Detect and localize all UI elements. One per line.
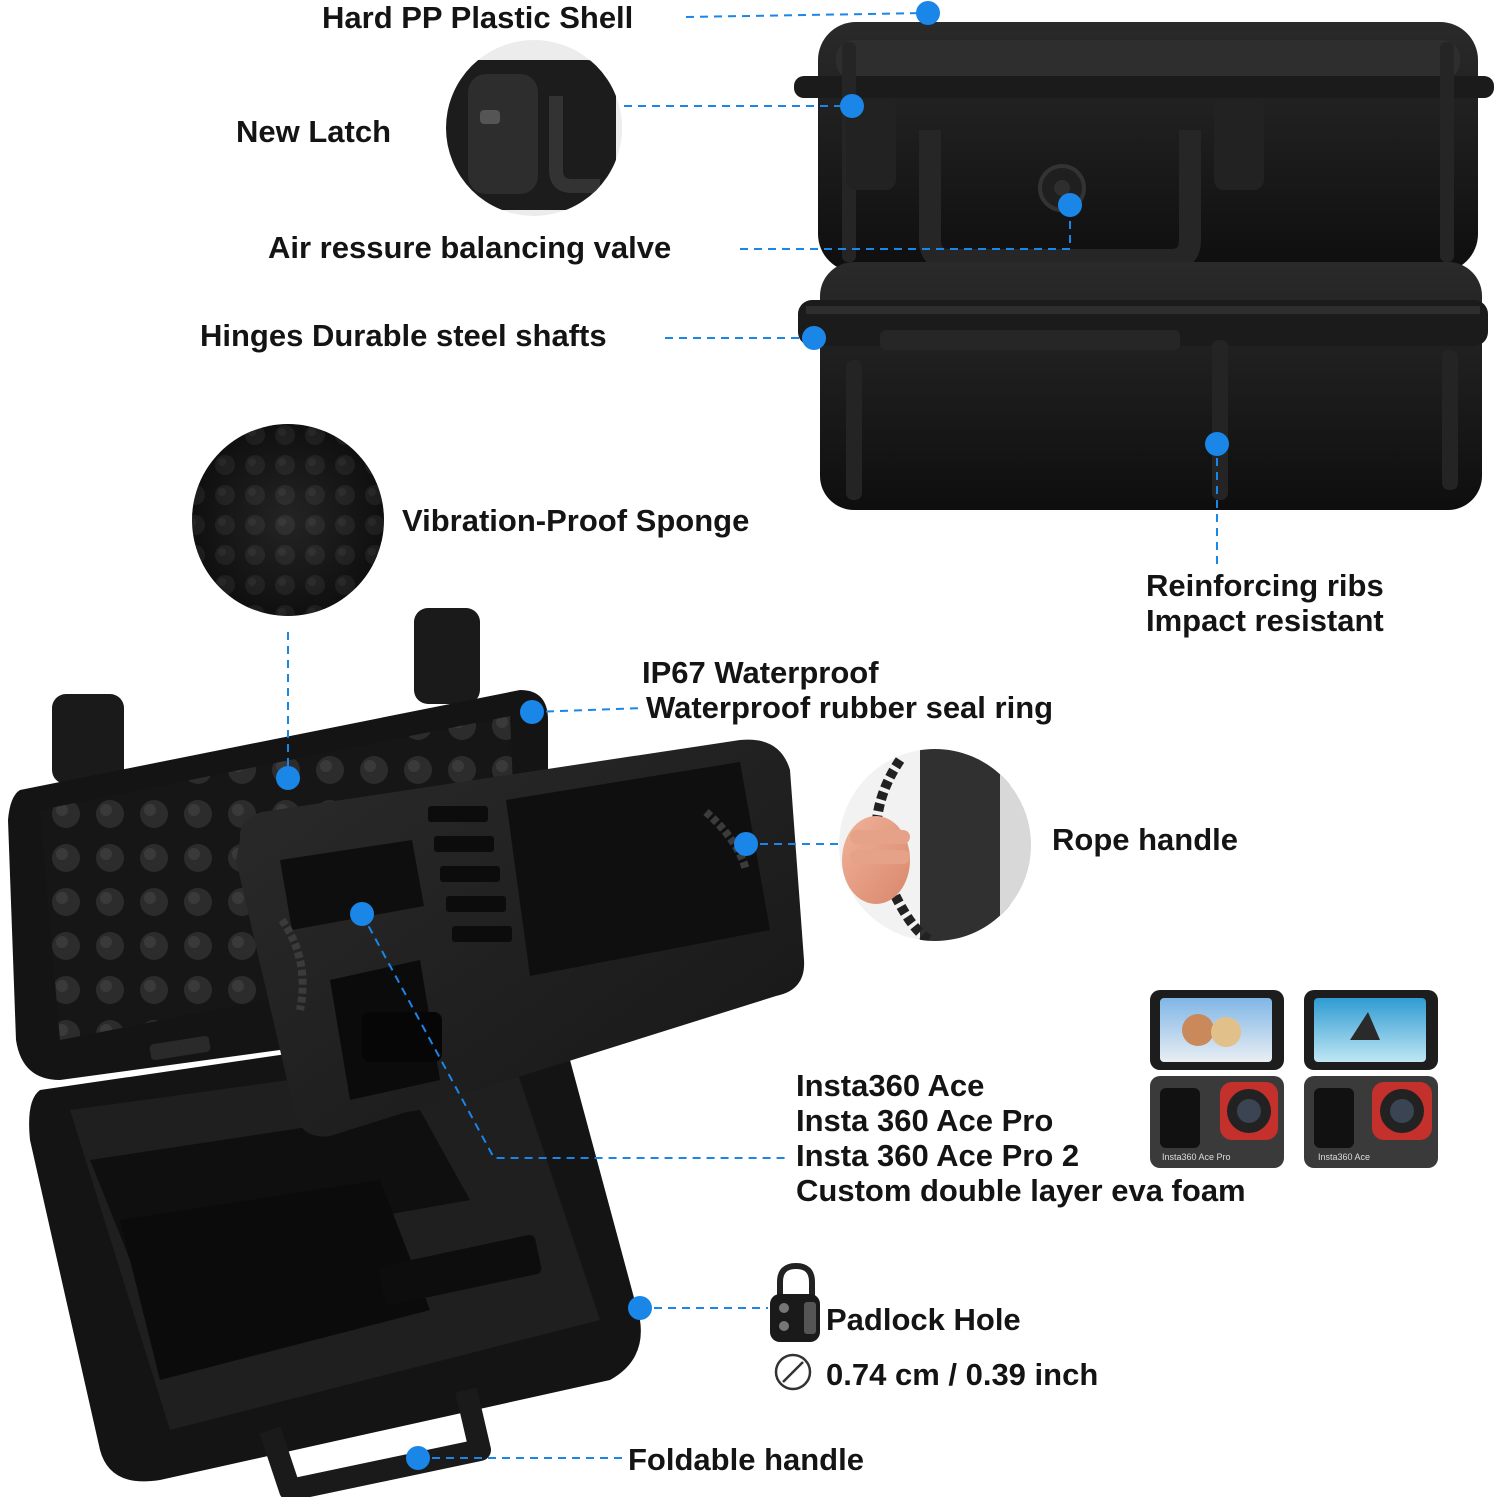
rope-thumbnail [839, 749, 1031, 941]
rope-handle-label: Rope handle [1052, 822, 1239, 857]
compat-line-2: Insta 360 Ace Pro [796, 1103, 1054, 1138]
closed-case-bottom [798, 262, 1488, 510]
open-case [8, 608, 805, 1497]
camera-right-badge: Insta360 Ace [1318, 1152, 1370, 1162]
sponge-label: Vibration-Proof Sponge [402, 503, 750, 538]
camera-ace-pro [1150, 990, 1284, 1168]
padlock-label: Padlock Hole [826, 1302, 1021, 1337]
camera-left-badge: Insta360 Ace Pro [1162, 1152, 1231, 1162]
compatibility-label: Insta360 Ace Insta 360 Ace Pro Insta 360… [796, 1068, 1246, 1208]
hard-shell-label: Hard PP Plastic Shell [322, 0, 634, 35]
waterproof-label-line2: Waterproof rubber seal ring [646, 690, 1054, 725]
closed-case-top [794, 22, 1494, 272]
new-latch-label: New Latch [236, 114, 392, 149]
ribs-label: Reinforcing ribs Impact resistant [1146, 568, 1384, 638]
diameter-icon [774, 1353, 812, 1391]
padlock-size-label: 0.74 cm / 0.39 inch [826, 1357, 1099, 1392]
camera-ace [1304, 990, 1438, 1168]
padlock-icon [770, 1262, 820, 1342]
compat-line-1: Insta360 Ace [796, 1068, 985, 1103]
compat-line-4: Custom double layer eva foam [796, 1173, 1246, 1208]
waterproof-label: IP67 Waterproof Waterproof rubber seal r… [642, 655, 1053, 725]
air-valve-label: Air ressure balancing valve [268, 230, 672, 265]
sponge-thumbnail [192, 424, 384, 616]
foldable-handle-label: Foldable handle [628, 1442, 864, 1477]
waterproof-label-line1: IP67 Waterproof [642, 655, 879, 690]
callout-lines [287, 12, 1218, 1459]
latch-thumbnail [446, 40, 622, 216]
hinges-label: Hinges Durable steel shafts [200, 318, 607, 353]
compat-line-3: Insta 360 Ace Pro 2 [796, 1138, 1080, 1173]
ribs-label-line1: Reinforcing ribs [1146, 568, 1384, 603]
callout-dots [276, 1, 1229, 1470]
ribs-label-line2: Impact resistant [1146, 603, 1384, 638]
